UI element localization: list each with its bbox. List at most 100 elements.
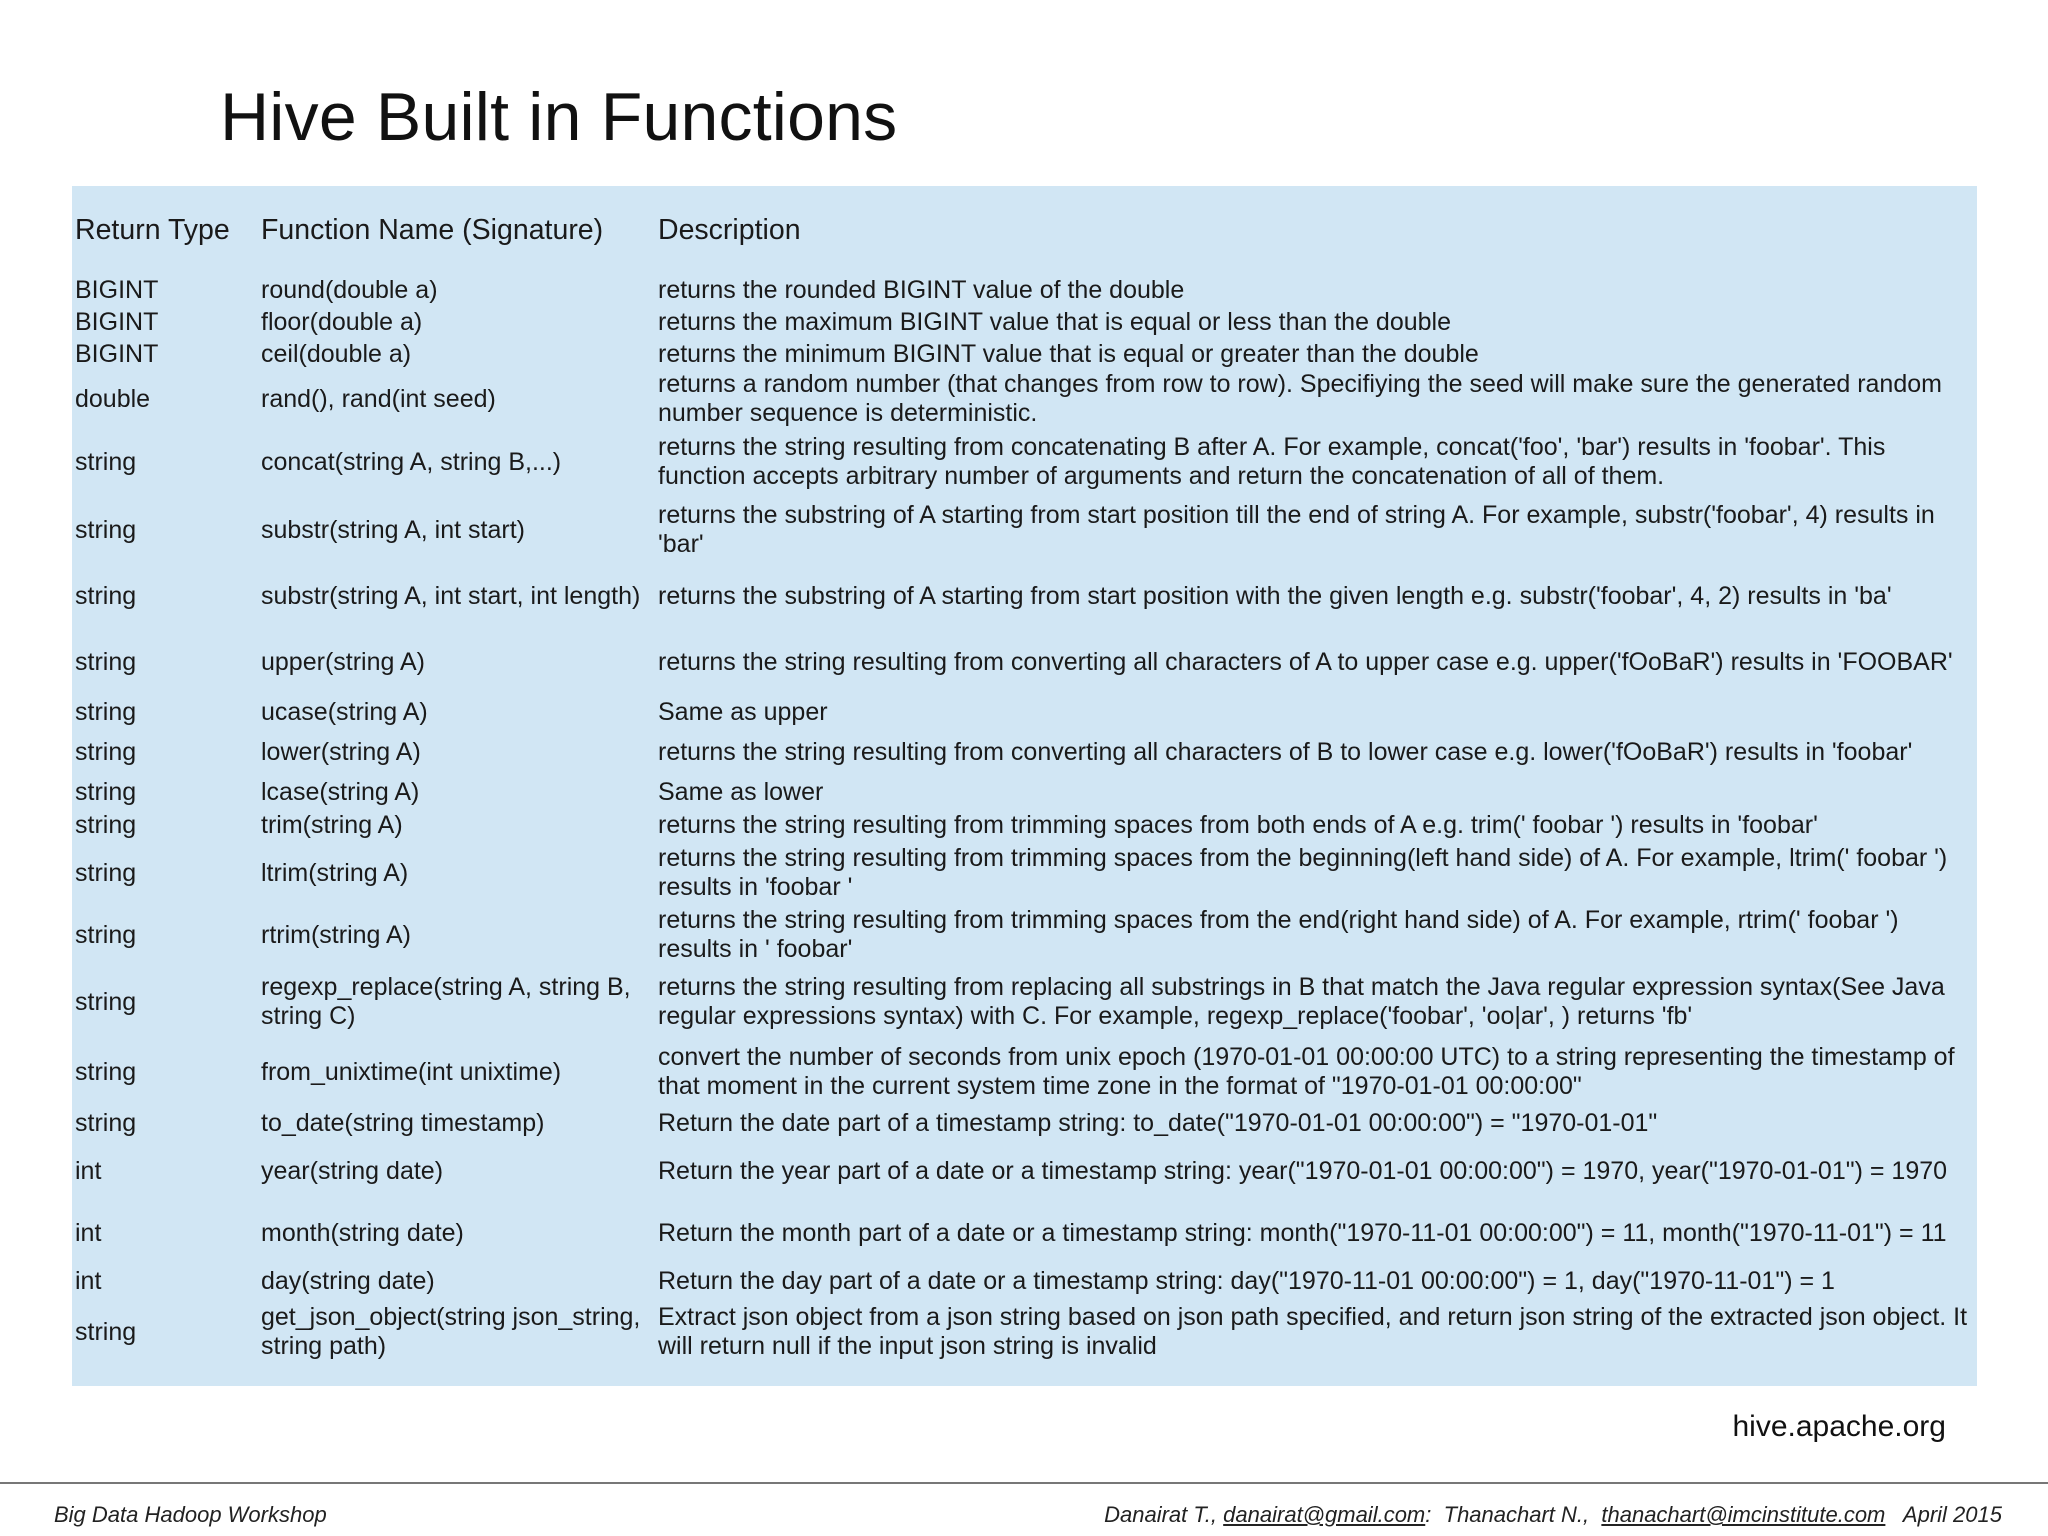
cell-description: Same as upper <box>658 697 828 726</box>
cell-return-type: string <box>75 987 137 1016</box>
table-row: BIGINT round(double a) returns the rounded… <box>72 274 1977 306</box>
table-row: int year(string date) Return the year part… <box>72 1140 1977 1202</box>
cell-return-type: string <box>75 1108 137 1137</box>
table-row: BIGINT floor(double a) returns the maximum… <box>72 306 1977 338</box>
table-row: string regexp_replace(string A, string B,… <box>72 966 1977 1038</box>
cell-function-name: ceil(double a) <box>261 339 412 368</box>
cell-description: Extract json object from a json string b… <box>658 1303 1968 1360</box>
cell-description: returns the string resulting from conver… <box>658 737 1913 766</box>
cell-function-name: rtrim(string A) <box>261 920 411 949</box>
cell-return-type: string <box>75 920 137 949</box>
header-description: Description <box>658 213 801 246</box>
table-row: string substr(string A, int start, int le… <box>72 564 1977 628</box>
table-row: string rtrim(string A) returns the string … <box>72 904 1977 966</box>
cell-description: convert the number of seconds from unix … <box>658 1043 1955 1100</box>
cell-function-name: substr(string A, int start) <box>261 515 525 544</box>
cell-return-type: string <box>75 581 137 610</box>
cell-description: returns a random number (that changes fr… <box>658 370 1942 427</box>
cell-return-type: double <box>75 384 151 413</box>
cell-description: returns the maximum BIGINT value that is… <box>658 307 1451 336</box>
slide-title: Hive Built in Functions <box>220 79 898 155</box>
cell-description: returns the string resulting from trimmi… <box>658 844 1948 901</box>
cell-return-type: string <box>75 858 137 887</box>
cell-function-name: lower(string A) <box>261 737 421 766</box>
table-row: string lower(string A) returns the string … <box>72 728 1977 776</box>
cell-description: returns the minimum BIGINT value that is… <box>658 339 1479 368</box>
table-row: string lcase(string A) Same as lower <box>72 776 1977 808</box>
cell-return-type: int <box>75 1156 102 1185</box>
cell-return-type: string <box>75 447 137 476</box>
cell-function-name: from_unixtime(int unixtime) <box>261 1057 562 1086</box>
footer-author-2: Thanachart N., <box>1443 1502 1590 1527</box>
table-row: string concat(string A, string B,...) retu… <box>72 428 1977 496</box>
footer-credits: Danairat T., danairat@gmail.com: Thanach… <box>1104 1502 2002 1528</box>
cell-return-type: string <box>75 1057 137 1086</box>
table-row: string ltrim(string A) returns the string … <box>72 842 1977 904</box>
cell-function-name: day(string date) <box>261 1266 435 1295</box>
cell-function-name: year(string date) <box>261 1156 444 1185</box>
cell-description: Same as lower <box>658 777 824 806</box>
table-row: string ucase(string A) Same as upper <box>72 696 1977 728</box>
source-label: hive.apache.org <box>1732 1410 1947 1443</box>
cell-description: Return the year part of a date or a time… <box>658 1156 1948 1185</box>
footer-author-1: Danairat T., <box>1104 1502 1218 1527</box>
footer-divider <box>0 1482 2048 1484</box>
cell-return-type: int <box>75 1218 102 1247</box>
table-row: BIGINT ceil(double a) returns the minimum … <box>72 338 1977 370</box>
table-header-row: Return Type Function Name (Signature) De… <box>72 186 1977 274</box>
table-row: string substr(string A, int start) returns… <box>72 496 1977 564</box>
cell-return-type: string <box>75 647 137 676</box>
table-row: string to_date(string timestamp) Return th… <box>72 1106 1977 1140</box>
cell-function-name: substr(string A, int start, int length) <box>261 581 641 610</box>
footer-email-1[interactable]: danairat@gmail.com <box>1223 1502 1426 1527</box>
table-body: BIGINT round(double a) returns the rounded… <box>72 274 1977 1366</box>
cell-description: returns the string resulting from trimmi… <box>658 810 1818 839</box>
cell-description: returns the string resulting from concat… <box>658 433 1886 490</box>
cell-return-type: string <box>75 1317 137 1346</box>
table-row: string upper(string A) returns the string … <box>72 628 1977 696</box>
cell-function-name: upper(string A) <box>261 647 425 676</box>
cell-return-type: string <box>75 810 137 839</box>
cell-function-name: regexp_replace(string A, string B, strin… <box>261 973 631 1030</box>
header-return-type: Return Type <box>75 213 230 246</box>
header-function-name: Function Name (Signature) <box>261 213 604 246</box>
cell-description: returns the string resulting from replac… <box>658 973 1945 1030</box>
functions-table-panel: Return Type Function Name (Signature) De… <box>72 186 1977 1386</box>
cell-function-name: round(double a) <box>261 275 438 304</box>
cell-return-type: string <box>75 737 137 766</box>
footer-colon: : <box>1425 1502 1432 1527</box>
table-row: string from_unixtime(int unixtime) convert… <box>72 1038 1977 1106</box>
cell-function-name: get_json_object(string json_string, stri… <box>261 1303 641 1360</box>
cell-description: returns the substring of A starting from… <box>658 581 1892 610</box>
cell-function-name: rand(), rand(int seed) <box>261 384 496 413</box>
cell-function-name: concat(string A, string B,...) <box>261 447 562 476</box>
cell-function-name: floor(double a) <box>261 307 423 336</box>
cell-function-name: to_date(string timestamp) <box>261 1108 545 1137</box>
cell-return-type: string <box>75 515 137 544</box>
footer-date: April 2015 <box>1902 1502 2002 1527</box>
footer-email-2[interactable]: thanachart@imcinstitute.com <box>1601 1502 1886 1527</box>
cell-return-type: BIGINT <box>75 307 159 336</box>
table-row: int month(string date) Return the month pa… <box>72 1202 1977 1264</box>
cell-function-name: ltrim(string A) <box>261 858 409 887</box>
cell-return-type: string <box>75 777 137 806</box>
cell-function-name: ucase(string A) <box>261 697 428 726</box>
cell-description: Return the date part of a timestamp stri… <box>658 1108 1658 1137</box>
table-row: string get_json_object(string json_string… <box>72 1298 1977 1366</box>
table-row: string trim(string A) returns the string r… <box>72 808 1977 842</box>
cell-description: Return the month part of a date or a tim… <box>658 1218 1947 1247</box>
cell-function-name: lcase(string A) <box>261 777 420 806</box>
cell-return-type: BIGINT <box>75 275 159 304</box>
cell-function-name: month(string date) <box>261 1218 464 1247</box>
cell-description: returns the substring of A starting from… <box>658 501 1935 558</box>
cell-description: returns the string resulting from trimmi… <box>658 906 1899 963</box>
cell-return-type: BIGINT <box>75 339 159 368</box>
cell-return-type: string <box>75 697 137 726</box>
footer-workshop-name: Big Data Hadoop Workshop <box>54 1502 327 1527</box>
cell-function-name: trim(string A) <box>261 810 403 839</box>
cell-return-type: int <box>75 1266 102 1295</box>
table-row: double rand(), rand(int seed) returns a ra… <box>72 370 1977 428</box>
cell-description: returns the string resulting from conver… <box>658 647 1953 676</box>
cell-description: returns the rounded BIGINT value of the … <box>658 275 1185 304</box>
